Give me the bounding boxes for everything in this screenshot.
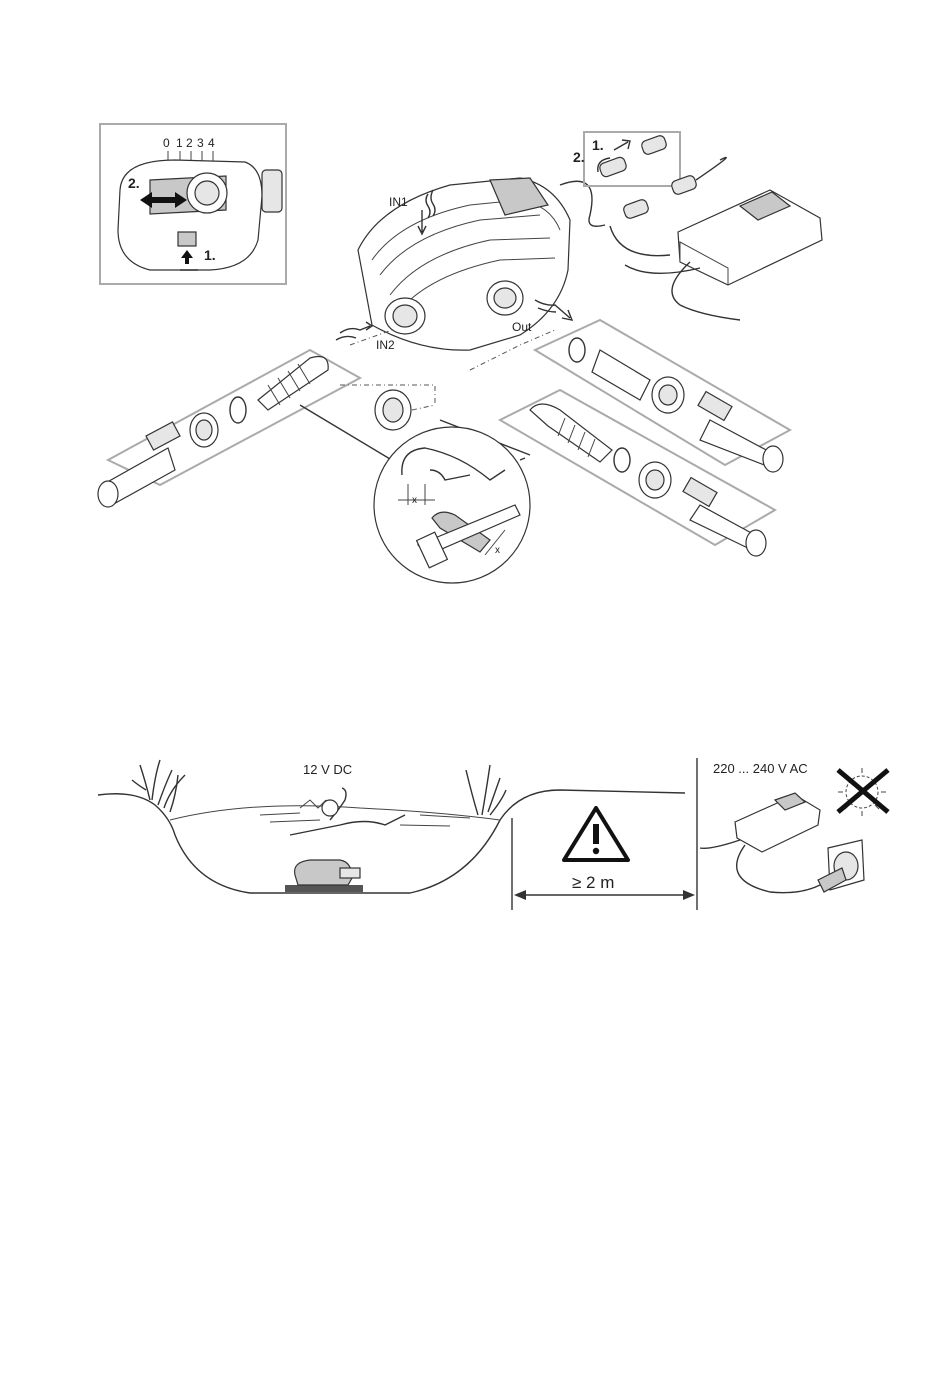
connector-step-1: 1. (592, 137, 604, 153)
o-ring-left (230, 397, 246, 423)
figure-pump-installation: 0 1 2 3 4 2. 1. (98, 124, 822, 583)
hose-assembly-in2 (98, 330, 392, 507)
in2-arrow-icon (340, 322, 372, 333)
swimmer (290, 788, 405, 835)
inset-lock-button (178, 232, 196, 246)
power-supply-ac (700, 793, 820, 893)
loose-union-nut (340, 385, 435, 430)
label-distance: ≥ 2 m (572, 873, 614, 892)
scale-label-0: 0 (163, 136, 170, 150)
label-in2: IN2 (376, 338, 395, 352)
detail-circle (374, 427, 530, 583)
scale-label-1: 1 (176, 136, 183, 150)
o-ring-right-top (569, 338, 585, 362)
wall-socket-icon (818, 840, 864, 892)
figure-safety-distance: 12 V DC ≥ 2 m 220 ... 240 V AC (98, 758, 888, 910)
dimension-x-bottom: x (495, 545, 500, 556)
hose-clamp-right-top (698, 392, 732, 421)
power-supply-small (735, 795, 820, 852)
scale-label-2: 2 (186, 136, 193, 150)
hose-clamp-left (146, 422, 180, 450)
scale-label-4: 4 (208, 136, 215, 150)
adapter-right-top (592, 350, 650, 400)
reeds-left (132, 760, 185, 812)
hose-tail-left (258, 357, 328, 411)
scale-label-3: 3 (197, 136, 204, 150)
detail-cutting-hose-tail: x x (300, 405, 530, 583)
pump-main: IN1 IN2 Out (336, 178, 572, 352)
connector-step-2: 2. (573, 149, 585, 165)
label-12v-dc: 12 V DC (303, 762, 352, 777)
dimension-x-top: x (412, 495, 417, 506)
pull-arrow-icon (614, 140, 630, 150)
inset-outlet-thread (262, 170, 282, 212)
hose-clamp-right-bottom (683, 478, 717, 507)
inset-outlet-adjustment: 0 1 2 3 4 2. 1. (100, 124, 286, 284)
inset-step-2: 2. (128, 175, 140, 191)
hose-assembly-out (470, 320, 790, 472)
inset-step-1: 1. (204, 247, 216, 263)
hose-assembly-lower-right (500, 390, 775, 556)
pump-in-pond (285, 860, 363, 892)
o-ring-right-bottom (614, 448, 630, 472)
pump-base (285, 885, 363, 892)
label-out: Out (512, 320, 532, 334)
distance-dimension: ≥ 2 m (512, 758, 697, 910)
reeds-right (466, 765, 506, 815)
label-in1: IN1 (389, 195, 408, 209)
warning-triangle-icon (564, 808, 628, 860)
label-220-240v-ac: 220 ... 240 V AC (713, 761, 808, 776)
no-sun-icon (838, 768, 888, 816)
